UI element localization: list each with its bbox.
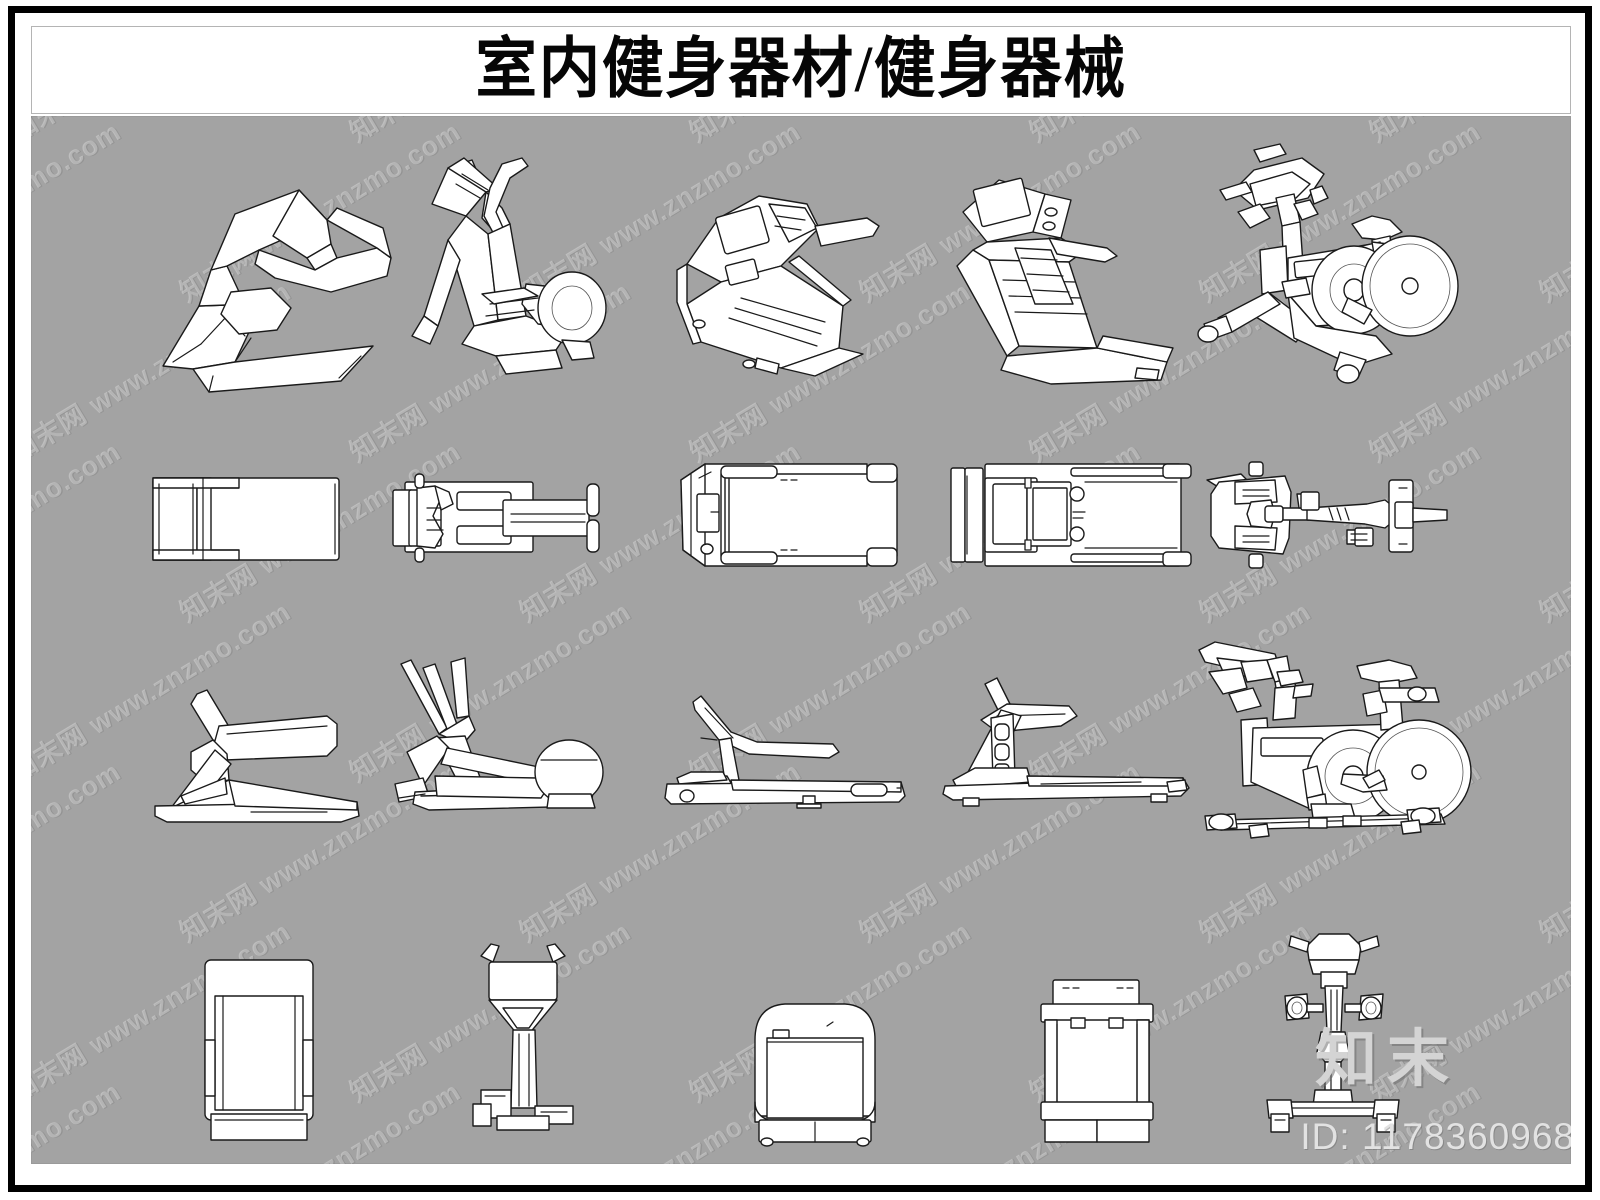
treadmill-curved [131, 166, 392, 396]
drawing-grid [31, 116, 1571, 1164]
treadmill-console-wide-side [661, 680, 911, 810]
elliptical-trainer-top [391, 464, 621, 574]
treadmill-console-wide-top [661, 454, 911, 576]
elliptical-trainer-front [469, 938, 579, 1138]
treadmill-console-wide [629, 158, 899, 388]
page-title: 室内健身器材/健身器械 [475, 33, 1127, 106]
treadmill-commercial-top [949, 456, 1199, 574]
brand-watermark: 知末 [1314, 1025, 1459, 1094]
treadmill-commercial-side [941, 664, 1191, 814]
spin-bike-top [1189, 458, 1449, 572]
treadmill-curved-front [197, 954, 327, 1144]
treadmill-commercial-front [1031, 974, 1161, 1144]
treadmill-console-wide-front [745, 996, 885, 1147]
elliptical-trainer-side [389, 652, 619, 827]
spin-bike-front [1263, 916, 1403, 1146]
spin-bike-side [1191, 632, 1472, 842]
treadmill-commercial [911, 156, 1191, 396]
title-band: 室内健身器材/健身器械 [31, 26, 1571, 114]
treadmill-curved-side [151, 664, 361, 824]
elliptical-trainer [386, 144, 616, 394]
spin-bike [1176, 128, 1466, 398]
id-label: ID: 1178360968 [1300, 1116, 1571, 1157]
treadmill-curved-top [151, 464, 351, 574]
